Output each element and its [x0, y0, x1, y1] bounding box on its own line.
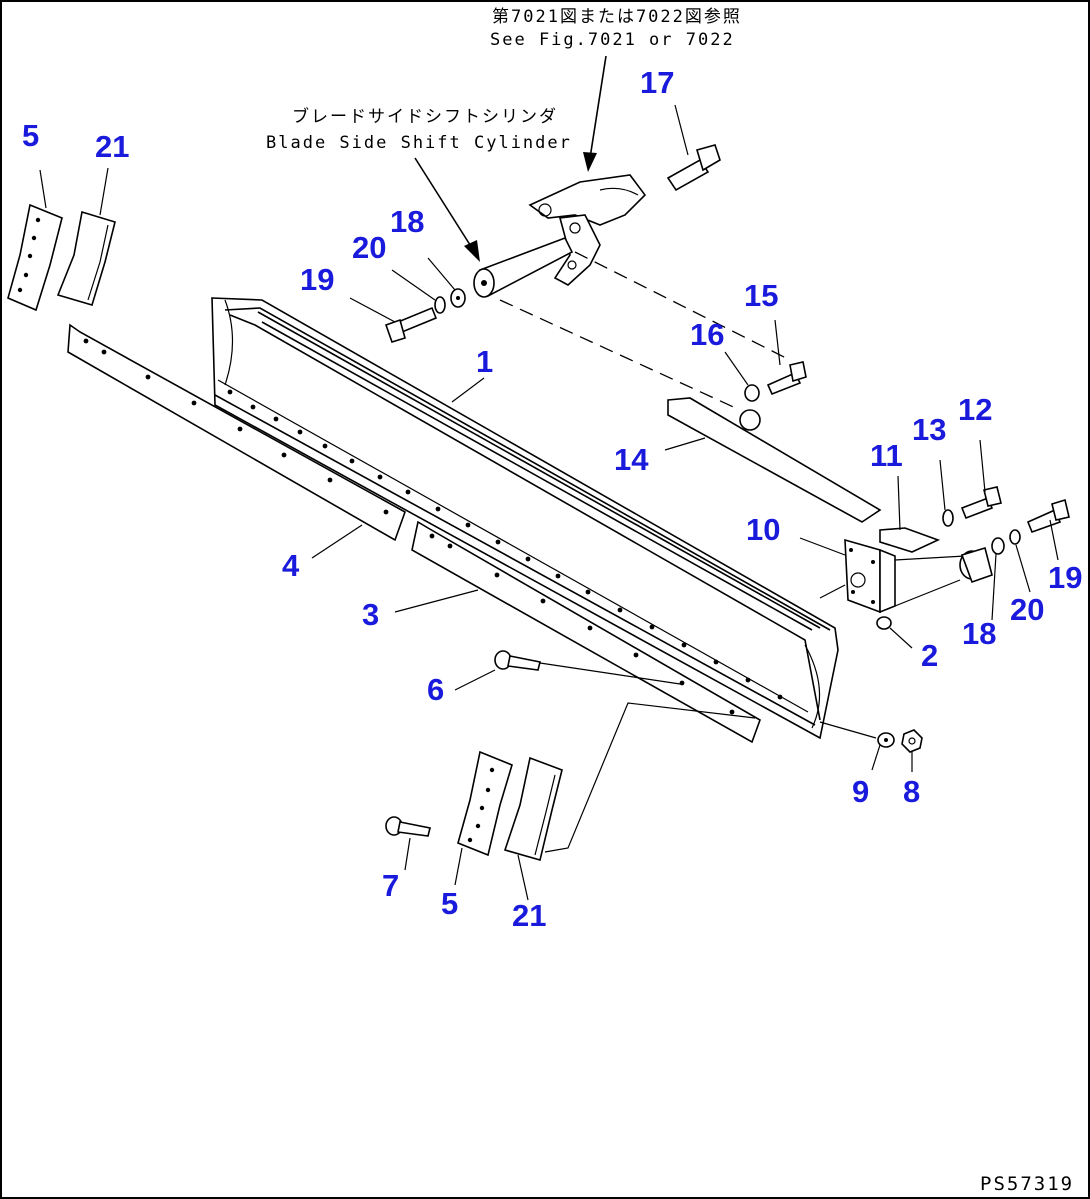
callout-5-upper: 5 [22, 118, 39, 153]
end-bit-21-lower [503, 756, 563, 861]
cutting-edge-4 [67, 323, 406, 542]
callout-19-upper: 19 [300, 262, 334, 297]
drawing-code: PS57319 [980, 1173, 1074, 1195]
callout-14: 14 [614, 442, 649, 477]
washer-20-upper [434, 296, 446, 314]
callout-6: 6 [427, 672, 444, 707]
plate-11 [879, 527, 941, 553]
callout-15: 15 [744, 278, 778, 313]
callout-9: 9 [852, 774, 869, 809]
washer-18-upper [450, 288, 466, 308]
spacer-collar [959, 546, 993, 584]
bolt-6 [494, 650, 541, 671]
callout-3: 3 [362, 597, 379, 632]
side-shift-cylinder [473, 236, 791, 411]
plug-2 [876, 616, 892, 630]
callout-5-lower: 5 [441, 886, 458, 921]
end-bit-21-upper [56, 210, 116, 306]
note-reference-jp: 第7021図または7022図参照 [492, 7, 742, 27]
blade-main-1 [211, 297, 839, 740]
callout-18-lower: 18 [962, 616, 996, 651]
cylinder-arrow [414, 157, 480, 262]
callout-7: 7 [382, 868, 399, 903]
callout-19-lower: 19 [1048, 560, 1082, 595]
callout-1: 1 [476, 344, 493, 379]
bolt-19-upper [384, 306, 438, 343]
note-reference-en: See Fig.7021 or 7022 [490, 30, 735, 50]
callout-18-upper: 18 [390, 204, 424, 239]
bolt-15 [766, 361, 807, 396]
cylinder-bracket [528, 174, 647, 286]
nut-8 [901, 729, 923, 753]
washer-20-lower [1009, 529, 1021, 545]
callout-11: 11 [870, 438, 903, 473]
callout-13: 13 [912, 412, 946, 447]
callout-20-upper: 20 [352, 230, 386, 265]
bolt-19-lower [1026, 498, 1070, 534]
callout-2: 2 [921, 638, 938, 673]
reference-arrow [583, 55, 607, 172]
callout-21-upper: 21 [95, 129, 129, 164]
washer-18-lower [991, 537, 1005, 555]
callout-10: 10 [746, 512, 780, 547]
blade-bolt-holes [227, 389, 783, 700]
callout-17: 17 [640, 65, 674, 100]
bolt-17 [666, 144, 721, 192]
callout-12: 12 [958, 392, 992, 427]
cutting-edge-3 [411, 520, 761, 744]
bolt-7 [385, 816, 431, 837]
end-bit-5-upper [7, 203, 63, 312]
end-bit-5-lower [457, 750, 513, 857]
callout-8: 8 [903, 774, 920, 809]
callout-16: 16 [690, 317, 724, 352]
callout-21-lower: 21 [512, 898, 546, 933]
bracket-10 [844, 538, 966, 614]
washer-13 [942, 509, 954, 527]
note-cylinder-jp: ブレードサイドシフトシリンダ [292, 106, 558, 127]
note-cylinder-en: Blade Side Shift Cylinder [266, 133, 572, 153]
washer-9 [877, 732, 895, 748]
leader-lines [39, 104, 1059, 901]
bolt-12 [960, 486, 1002, 520]
nut-16 [744, 384, 760, 402]
callout-4: 4 [282, 548, 300, 583]
rail-14 [667, 390, 882, 523]
callout-20-lower: 20 [1010, 592, 1044, 627]
